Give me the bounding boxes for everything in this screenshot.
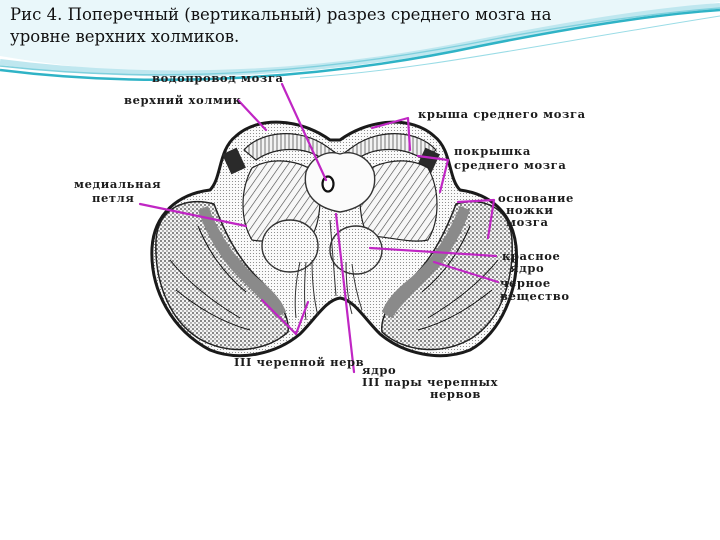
cerebral-aqueduct [321, 175, 335, 193]
label-oculomotor-nucleus-3: нервов [430, 387, 481, 401]
left-tectum-block [222, 147, 246, 175]
label-substantia-nigra-1: черное [500, 276, 551, 290]
label-tegmentum-1: покрышка [454, 144, 531, 158]
header-wave-decoration [0, 0, 720, 82]
label-peduncle-base-1: основание [498, 191, 574, 205]
left-red-nucleus [261, 219, 319, 273]
label-tectum: крыша среднего мозга [418, 107, 586, 121]
diagram-labels: водопровод мозга верхний холмик крыша ср… [74, 71, 586, 401]
label-aqueduct: водопровод мозга [152, 71, 284, 85]
label-medial-lemniscus-2: петля [92, 191, 134, 205]
label-red-nucleus-2: ядро [510, 261, 544, 275]
right-substantia-nigra [382, 206, 470, 318]
slide-title-line-2: уровне верхних холмиков. [10, 27, 240, 46]
label-oculomotor-nerve: III черепной нерв [234, 355, 364, 369]
label-oculomotor-nucleus-1: ядро [362, 363, 396, 377]
slide-title-line-1: Рис 4. Поперечный (вертикальный) разрез … [10, 5, 552, 24]
peduncle-fiber-lines [169, 225, 499, 331]
oculomotor-fibers [294, 219, 363, 321]
label-peduncle-base-3: мозга [506, 215, 549, 229]
slide-title: Рис 4. Поперечный (вертикальный) разрез … [10, 4, 570, 48]
right-red-nucleus [329, 225, 383, 275]
left-substantia-nigra [198, 206, 286, 318]
label-red-nucleus-1: красное [502, 249, 560, 263]
label-substantia-nigra-2: вещество [500, 289, 570, 303]
central-gray [304, 152, 376, 213]
label-medial-lemniscus-1: медиальная [74, 177, 161, 191]
label-superior-colliculus: верхний холмик [124, 93, 242, 107]
label-peduncle-base-2: ножки [506, 203, 554, 217]
label-oculomotor-nucleus-2: III пары черепных [362, 375, 498, 389]
pointer-lines [138, 82, 500, 374]
left-peduncle-base [155, 200, 289, 351]
label-tegmentum-2: среднего мозга [454, 158, 566, 172]
